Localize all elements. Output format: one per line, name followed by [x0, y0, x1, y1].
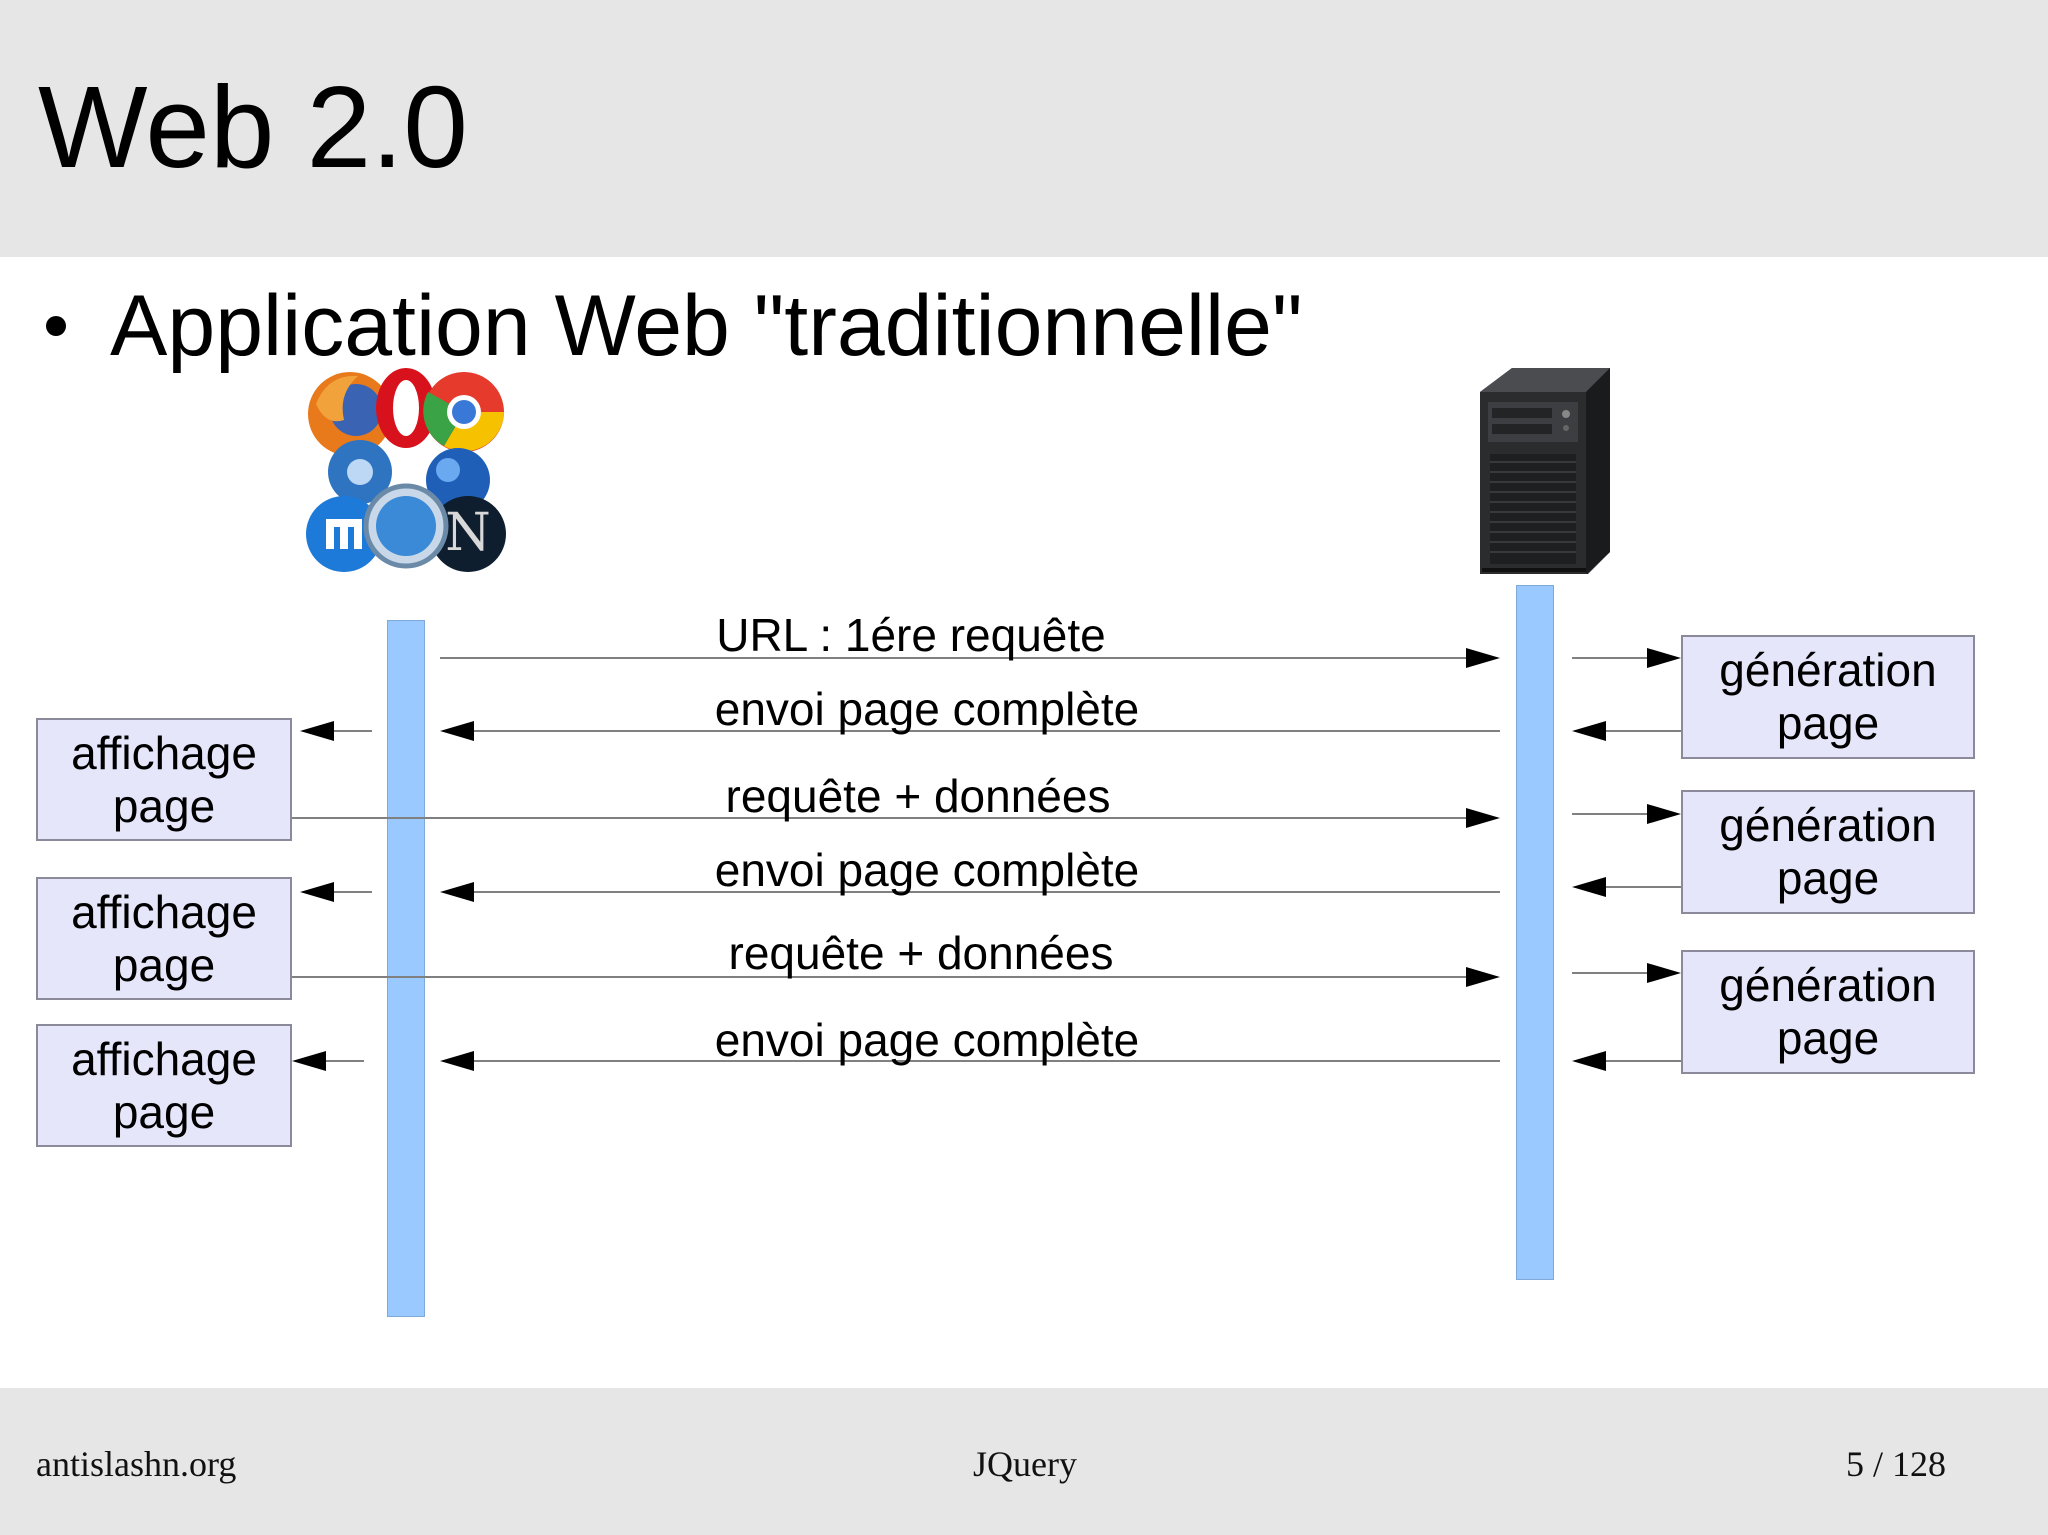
slide-title: Web 2.0 [38, 62, 468, 192]
footer-site: antislashn.org [36, 1444, 237, 1484]
message-label: envoi page complète [714, 1014, 1140, 1066]
bullet-text: Application Web "traditionnelle" [110, 278, 1303, 374]
message-label: requête + données [728, 927, 1114, 979]
netscape-icon [430, 496, 506, 572]
message-label: envoi page complète [714, 683, 1140, 735]
bullet-dot-icon [46, 316, 66, 337]
client-lifeline [387, 620, 425, 1317]
slide-footer: antislashn.org JQuery 5 / 128 [0, 1388, 2048, 1535]
web-browsers-icon: N [306, 368, 506, 572]
message-label: URL : 1ére requête [716, 609, 1106, 661]
bullet-item: Application Web "traditionnelle" [46, 276, 1303, 376]
message-label: envoi page complète [714, 844, 1140, 896]
svg-text:N: N [445, 503, 491, 563]
server-lifeline [1516, 585, 1554, 1280]
footer-page-number: 5 / 128 [1845, 1444, 1946, 1484]
message-label: requête + données [725, 770, 1111, 822]
footer-topic: JQuery [973, 1444, 1077, 1484]
server-tower-icon [1480, 368, 1610, 574]
slide-header: Web 2.0 [0, 0, 2048, 257]
